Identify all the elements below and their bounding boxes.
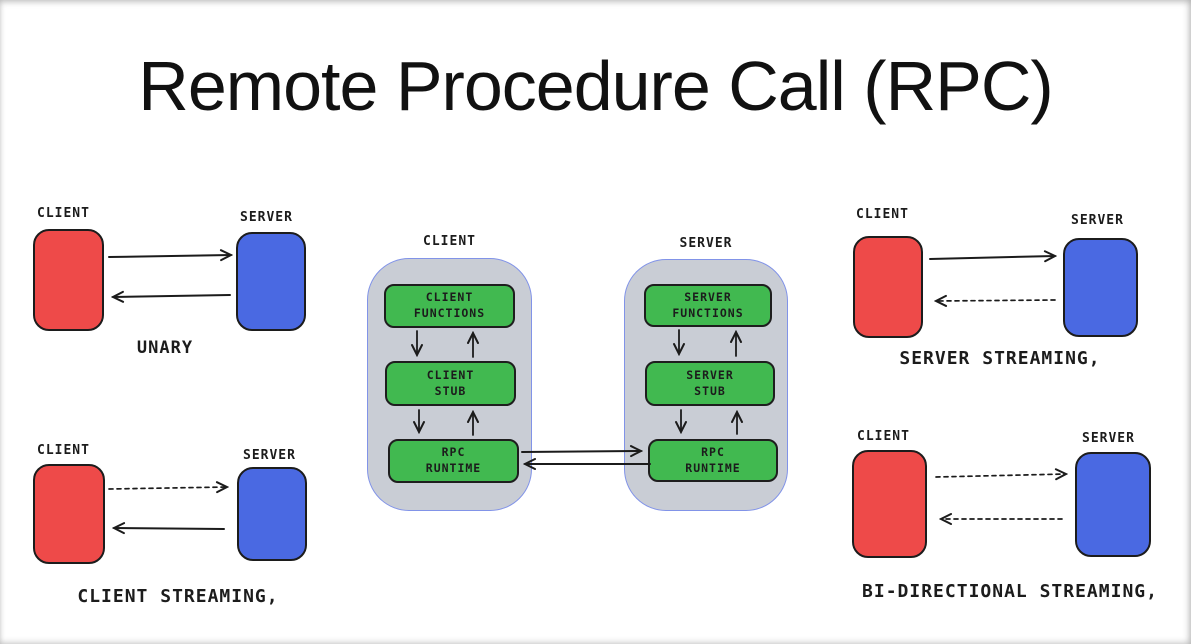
bidirectional-caption: BI-DIRECTIONAL STREAMING, bbox=[862, 581, 1158, 602]
bidirectional-server-box bbox=[1075, 452, 1151, 557]
unary-client-label: CLIENT bbox=[37, 206, 90, 221]
bidirectional-request-arrow bbox=[935, 474, 1066, 477]
client-stub-module: CLIENT STUB bbox=[385, 361, 516, 406]
server-streaming-server-label: SERVER bbox=[1071, 213, 1124, 228]
unary-server-box bbox=[236, 232, 306, 331]
client-stub-label: CLIENT STUB bbox=[426, 367, 475, 398]
architecture-server-label: SERVER bbox=[679, 236, 733, 251]
client-streaming-arrows bbox=[108, 487, 227, 529]
server-streaming-arrows bbox=[929, 256, 1056, 301]
server-streaming-caption: SERVER STREAMING, bbox=[899, 348, 1101, 369]
client-rpc-runtime-label: RPC RUNTIME bbox=[425, 445, 482, 475]
client-streaming-server-label: SERVER bbox=[243, 448, 296, 463]
unary-arrows bbox=[108, 255, 231, 297]
architecture-client-label: CLIENT bbox=[423, 234, 476, 249]
server-stub-module: SERVER STUB bbox=[645, 361, 775, 406]
client-streaming-server-box bbox=[237, 467, 307, 561]
server-rpc-runtime-label: RPC RUNTIME bbox=[685, 444, 741, 475]
unary-client-box bbox=[33, 229, 104, 331]
client-rpc-runtime-module: RPC RUNTIME bbox=[388, 439, 519, 483]
bidirectional-server-label: SERVER bbox=[1082, 431, 1135, 446]
server-streaming-client-label: CLIENT bbox=[856, 207, 909, 222]
client-streaming-client-label: CLIENT bbox=[37, 443, 90, 458]
client-streaming-response-arrow bbox=[114, 528, 225, 529]
server-streaming-client-box bbox=[853, 236, 923, 338]
client-streaming-client-box bbox=[33, 464, 105, 564]
client-functions-module: CLIENT FUNCTIONS bbox=[384, 284, 515, 328]
server-streaming-response-arrow bbox=[936, 300, 1056, 301]
unary-server-label: SERVER bbox=[240, 210, 293, 225]
server-streaming-server-box bbox=[1063, 238, 1138, 337]
server-functions-module: SERVER FUNCTIONS bbox=[644, 284, 772, 327]
page-title: Remote Procedure Call (RPC) bbox=[138, 47, 1053, 125]
server-streaming-request-arrow bbox=[929, 256, 1055, 259]
client-streaming-request-arrow bbox=[108, 487, 227, 489]
bidirectional-arrows bbox=[935, 474, 1066, 519]
unary-caption: UNARY bbox=[136, 338, 194, 358]
client-streaming-caption: CLIENT STREAMING, bbox=[77, 586, 279, 607]
client-functions-label: CLIENT FUNCTIONS bbox=[413, 290, 486, 320]
unary-request-arrow bbox=[108, 255, 231, 257]
server-rpc-runtime-module: RPC RUNTIME bbox=[648, 439, 778, 482]
server-stub-label: SERVER STUB bbox=[686, 367, 734, 398]
bidirectional-client-label: CLIENT bbox=[857, 429, 910, 444]
server-functions-label: SERVER FUNCTIONS bbox=[672, 289, 744, 320]
unary-response-arrow bbox=[113, 295, 231, 297]
bidirectional-client-box bbox=[852, 450, 927, 558]
